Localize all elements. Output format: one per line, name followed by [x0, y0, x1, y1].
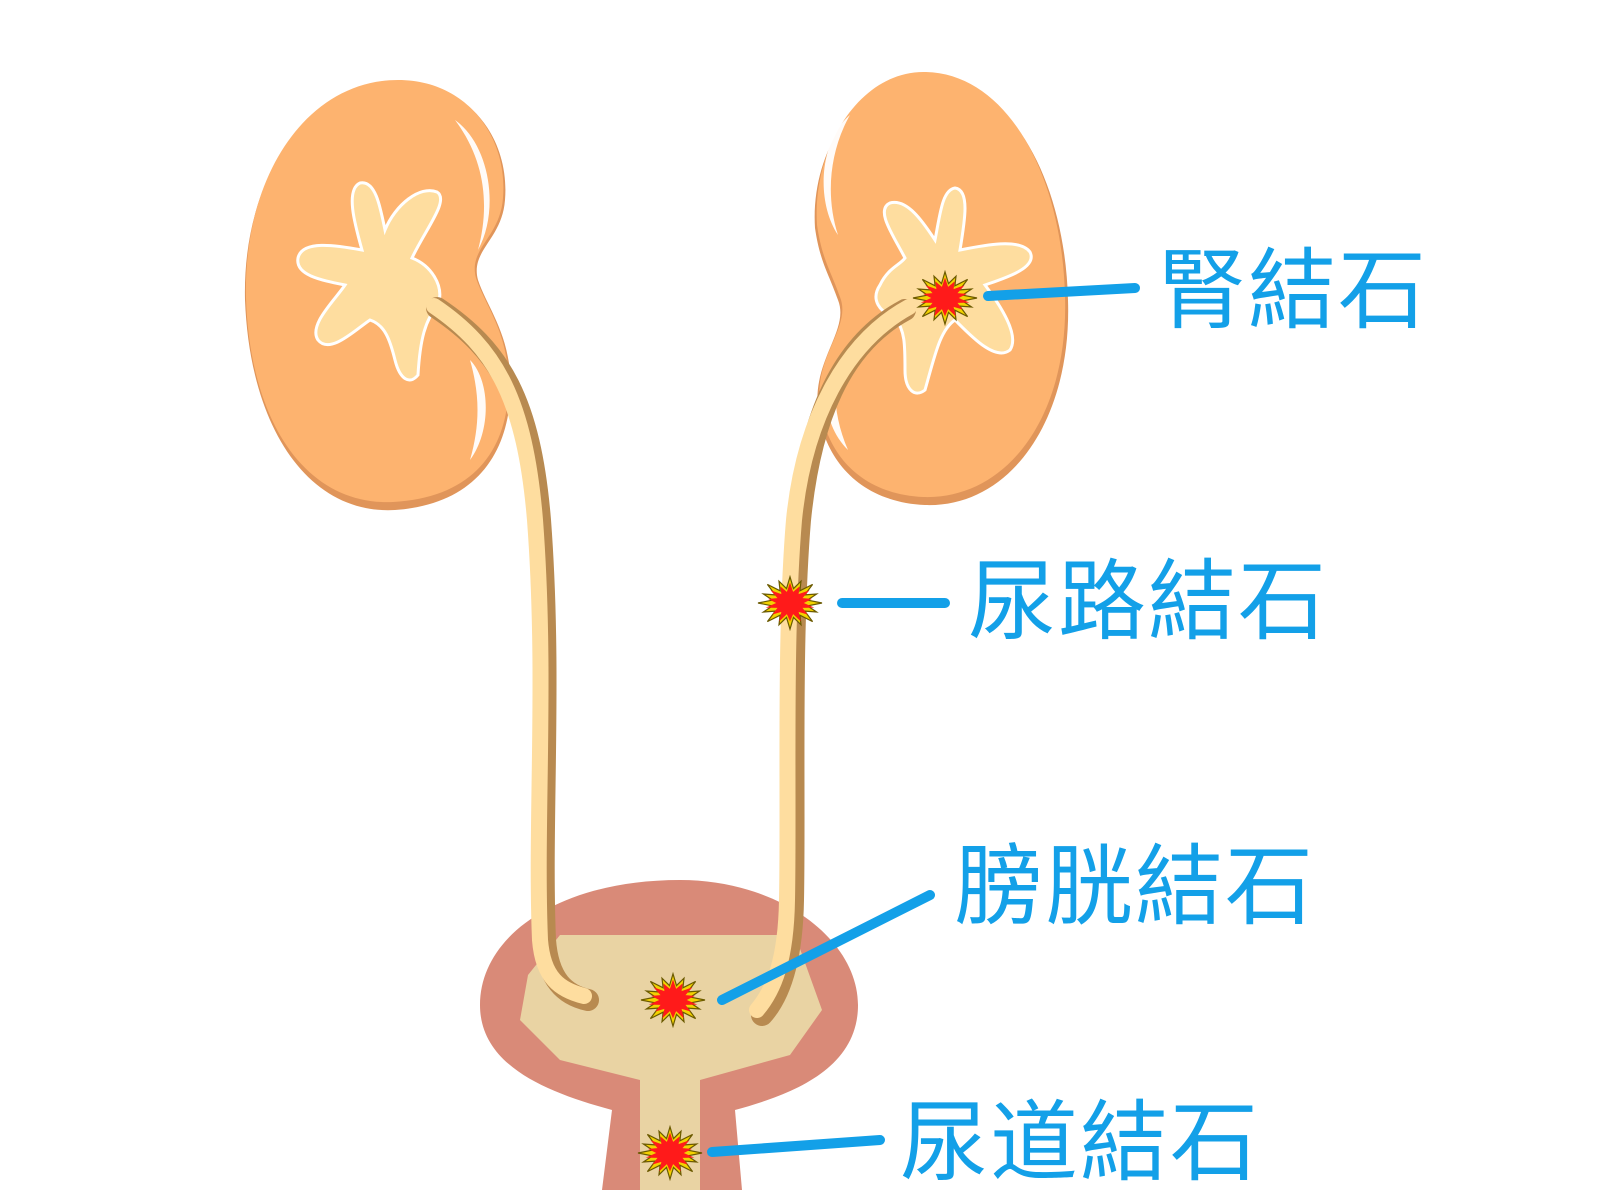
- urethral-stone-marker: [637, 1124, 703, 1182]
- kidney-stone-label: 腎結石: [1158, 239, 1428, 342]
- right-ureter: [749, 299, 917, 1026]
- left-kidney-highlight-bottom: [470, 360, 486, 460]
- left-ureter: [426, 297, 599, 1011]
- left-renal-pelvis: [296, 181, 443, 382]
- ureteral-stone-marker: [757, 574, 823, 632]
- bladder-stone-leader: [717, 890, 935, 1005]
- ureteral-stone-label: 尿路結石: [968, 550, 1328, 653]
- bladder-stone-marker: [640, 971, 706, 1029]
- left-kidney-highlight-top: [455, 120, 490, 250]
- kidney-stone-marker: [912, 269, 978, 327]
- urethral-stone-leader: [707, 1135, 885, 1157]
- kidney-stone-leader: [983, 283, 1140, 301]
- urethral-stone-label: 尿道結石: [900, 1091, 1260, 1194]
- left-kidney: [244, 80, 511, 511]
- right-kidney-highlight-top: [823, 115, 850, 235]
- bladder-stone-label: 膀胱結石: [955, 835, 1315, 938]
